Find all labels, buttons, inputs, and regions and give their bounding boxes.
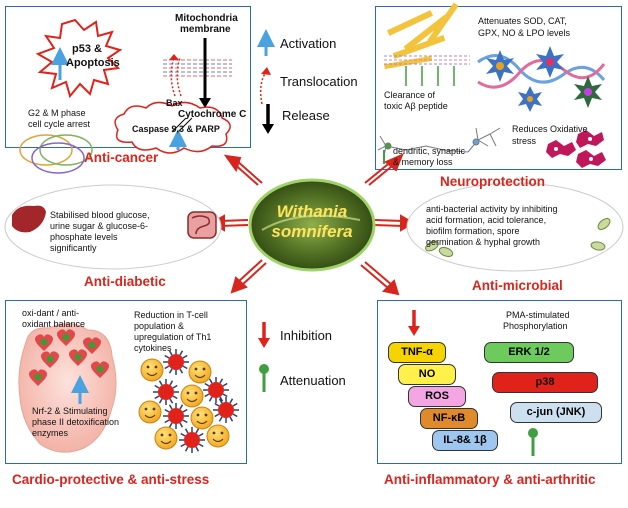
release-label: Release (282, 108, 330, 123)
membrane-label: membrane (180, 24, 231, 35)
cell-cycle-rings (19, 134, 93, 174)
immune-cell-icon (163, 403, 189, 429)
p38-box: p38 (492, 372, 598, 393)
il-box: IL-8& 1β (432, 430, 498, 451)
tcell-label-3: upregulation of Th1 (134, 332, 212, 342)
nrf-label-2: phase II detoxification (32, 417, 120, 427)
center-title-line2: somnifera (271, 222, 353, 241)
nrf-label-3: enzymes (32, 428, 69, 438)
caspase-cloud (114, 101, 231, 154)
smiley-cell-icon (180, 384, 204, 408)
cell-cycle-label-2: cell cycle arrest (28, 119, 91, 129)
center-title-line1: Withania (276, 202, 348, 221)
inhibition-label: Inhibition (280, 328, 333, 343)
apoptosis-label: Apoptosis (66, 57, 120, 69)
erk-box: ERK 1/2 (484, 342, 574, 363)
antiinflammatory-title: Anti-inflammatory & anti-arthritic (384, 472, 596, 487)
mitochondria-membrane (163, 59, 232, 77)
liver-icon (12, 205, 46, 233)
pma-label-1: PMA-stimulated (506, 310, 570, 320)
cjun-box: c-jun (JNK) (510, 402, 602, 423)
immune-cell-icon (163, 349, 189, 375)
heart-leaf-icons (29, 329, 109, 386)
immune-cell-icon (153, 379, 179, 405)
oxidative-label-2: stress (512, 136, 537, 146)
cytochrome-label: Cytochrome C (178, 109, 247, 120)
no-box: NO (398, 364, 456, 385)
cardio-title: Cardio-protective & anti-stress (12, 472, 210, 487)
smiley-cell-icon (140, 358, 164, 382)
mitochondria-label: Mitochondria (175, 13, 238, 24)
smiley-cell-icon (188, 360, 212, 384)
dendritic-label-1: dendritic, synaptic (393, 146, 466, 156)
antidiabetic-text-2: urine sugar & glucose-6- (50, 221, 149, 231)
antidiabetic-title: Anti-diabetic (84, 274, 166, 289)
withania-leaf-image (248, 178, 376, 272)
immune-cell-icon (179, 427, 205, 453)
central-arrows (210, 153, 415, 296)
activation-label: Activation (280, 36, 337, 51)
p53-label: p53 & (72, 43, 102, 55)
ros-box: ROS (408, 386, 466, 407)
antimicrobial-text-1: anti-bacterial activity by inhibiting (426, 204, 558, 214)
antimicrobial-text-4: germination & hyphal growth (426, 237, 541, 247)
caspase-label: Caspase 9,3 & PARP (132, 124, 220, 134)
tcell-label-1: Reduction in T-cell (134, 310, 208, 320)
cell-cycle-label-1: G2 & M phase (28, 108, 86, 118)
anticancer-title: Anti-cancer (84, 150, 159, 165)
antidiabetic-text-4: significantly (50, 243, 97, 253)
antimicrobial-text-3: biofilm formation, spore (426, 226, 520, 236)
clearance-label-2: toxic Aβ peptide (384, 101, 448, 111)
neuron-image (377, 127, 501, 164)
oxidative-label-1: Reduces Oxidative (512, 124, 588, 134)
tnf-alpha-box: TNF-α (388, 342, 446, 363)
amyloid-beta-image (384, 2, 470, 86)
clearance-label-1: Clearance of (384, 90, 436, 100)
smiley-cell-icon (190, 406, 214, 430)
translocation-label: Translocation (280, 74, 358, 89)
attenuates-label-1: Attenuates SOD, CAT, (478, 16, 567, 26)
oxidant-label-1: oxi-dant / anti- (22, 308, 80, 318)
smiley-cell-icon (206, 424, 230, 448)
antidiabetic-text-1: Stabilised blood glucose, (50, 210, 150, 220)
antioxidant-enzymes-image (477, 46, 606, 112)
antimicrobial-text-2: acid formation, acid tolerance, (426, 215, 547, 225)
attenuates-label-2: GPX, NO & LPO levels (478, 28, 571, 38)
neuroprotection-title: Neuroprotection (440, 174, 546, 189)
smiley-cell-icon (138, 400, 162, 424)
nrf-label-1: Nrf-2 & Stimulating (32, 406, 108, 416)
dendritic-label-2: & memory loss (393, 157, 453, 167)
bacteria-icon (425, 218, 611, 257)
immune-cell-icon (213, 397, 239, 423)
nfkb-box: NF-κB (420, 408, 478, 429)
center-title: Withania somnifera (250, 202, 374, 242)
antidiabetic-ellipse (4, 184, 222, 270)
tcell-label-4: cytokines (134, 343, 172, 353)
immune-cell-icon (203, 377, 229, 403)
intestine-icon (187, 211, 217, 239)
attenuation-label: Attenuation (280, 373, 346, 388)
bax-label: Bax (166, 98, 183, 108)
antimicrobial-ellipse (406, 182, 624, 272)
pma-label-2: Phosphorylation (503, 321, 568, 331)
oxidative-stress-image (546, 130, 606, 168)
oxidant-label-2: oxidant balance (22, 319, 86, 329)
tcell-label-2: population & (134, 321, 185, 331)
translocation-icon (259, 71, 267, 105)
antidiabetic-text-3: phosphate levels (50, 232, 118, 242)
antimicrobial-title: Anti-microbial (472, 278, 563, 293)
smiley-cell-icon (154, 426, 178, 450)
immune-cells-image (138, 349, 239, 453)
